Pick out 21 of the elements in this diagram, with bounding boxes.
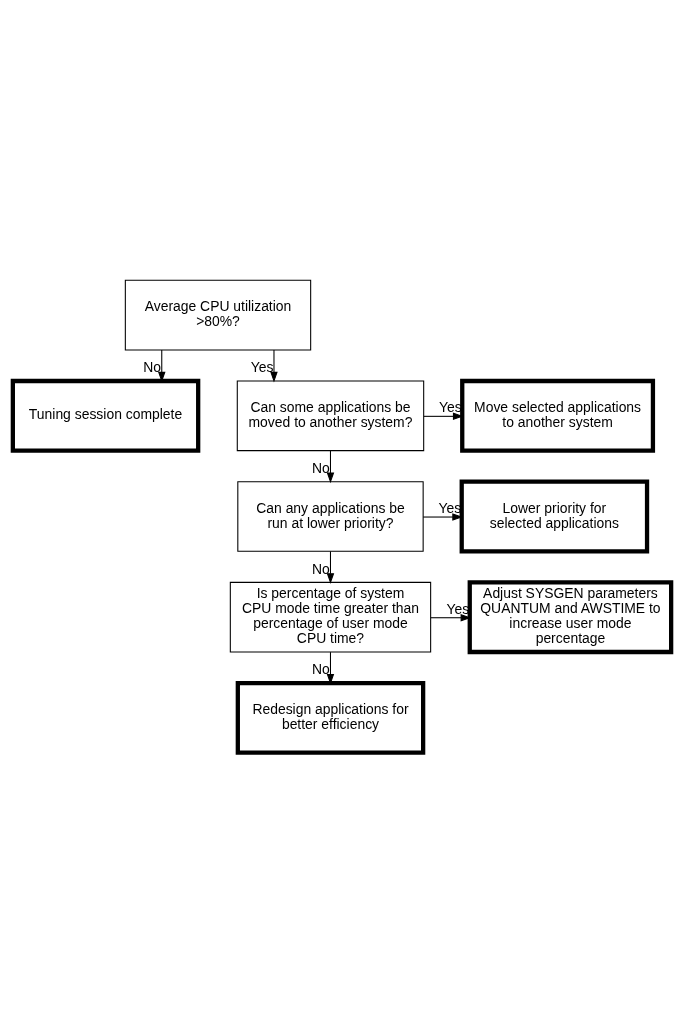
arrow (270, 349, 278, 383)
arrow (326, 550, 335, 584)
arrow (423, 412, 464, 420)
edge-label: No (143, 358, 162, 375)
edge-label: Yes (250, 358, 274, 375)
node-box: Tuning session complete (10, 378, 201, 453)
node-box: Can some applications be moved to another system? (236, 379, 425, 451)
edge-label: No (311, 560, 330, 577)
node-box: Can any applications be run at lower priority? (237, 480, 424, 552)
node-box: Is percentage of system CPU mode time greater than percentage of user mode CPU time? (229, 581, 432, 653)
edge-label: No (311, 660, 330, 677)
edge-label: Yes (446, 600, 470, 617)
node-box: Average CPU utilization >80%? (124, 279, 312, 350)
edge-label: Yes (438, 499, 462, 516)
arrow (326, 449, 335, 483)
node-box: Lower priority for selected applications (459, 479, 650, 553)
edge-label: No (311, 459, 330, 476)
arrow (422, 512, 463, 521)
node-box: Adjust SYSGEN parameters QUANTUM and AWSTIME to increase user mode percentage (467, 579, 674, 654)
node-box: Move selected applications to another system (460, 378, 656, 453)
node-box: Redesign applications for better efficiency (235, 680, 426, 755)
